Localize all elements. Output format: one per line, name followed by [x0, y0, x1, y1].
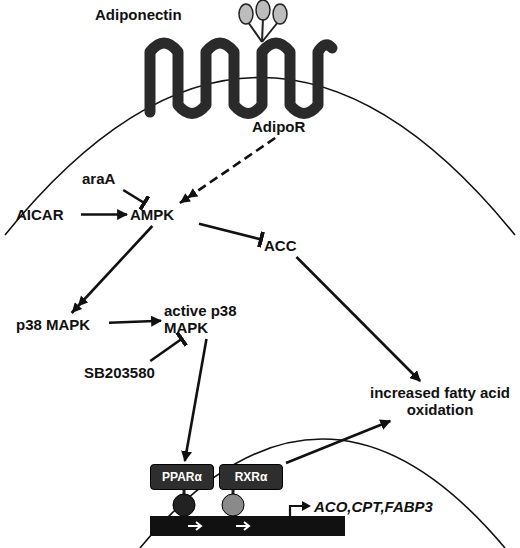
ligand-head: [239, 4, 253, 24]
response-element-arrow: [188, 522, 201, 530]
activator-label: AICAR: [16, 206, 78, 223]
node-text: active p38 MAPK: [164, 302, 256, 336]
pathway-arrow: [150, 339, 181, 361]
pathway-arrow: [185, 339, 207, 461]
ligand-head: [256, 0, 270, 20]
receptor-label: AdipoR: [252, 118, 332, 135]
pathway-arrow: [109, 321, 161, 323]
node-text: ACO,CPT,FABP3: [314, 498, 454, 515]
response-element-arrow: [236, 522, 249, 530]
ligand-head: [273, 4, 287, 24]
node-text: Adiponectin: [95, 6, 215, 23]
transcription-start-head: [302, 501, 311, 511]
node-text: AMPK: [130, 206, 196, 223]
pathway-arrow: [199, 224, 261, 240]
gene-label: ACO,CPT,FABP3: [314, 498, 454, 515]
pathway-arrow: [72, 226, 153, 313]
ligand-label: Adiponectin: [95, 6, 215, 23]
node-text: SB203580: [84, 364, 184, 381]
pathway-arrow: [296, 257, 420, 381]
ligand-stem: [248, 22, 262, 42]
receptor-box: PPARα: [150, 464, 214, 490]
pathway-arrow: [123, 190, 144, 203]
receptor-symbol: [150, 43, 332, 114]
node-text: AICAR: [16, 206, 78, 223]
node-text: p38 MAPK: [16, 316, 106, 333]
kinase-label: AMPK: [130, 206, 196, 223]
ligand-stem: [262, 18, 263, 42]
pathway-arrow: [286, 421, 390, 463]
inhibitor-label: SB203580: [84, 364, 184, 381]
pathway-arrow: [81, 213, 127, 216]
node-text: ACC: [264, 237, 306, 254]
pathway-arrow: [180, 138, 275, 203]
promoter-bar: [150, 516, 345, 536]
ligand-symbol: [239, 0, 287, 42]
inhibitor-label: araA: [82, 170, 127, 187]
nuclear-membrane: [140, 439, 505, 548]
dna-binding-domain: [222, 494, 244, 516]
ligand-stem: [262, 22, 278, 42]
kinase-label: p38 MAPK: [16, 316, 106, 333]
node-text: increased fatty acid oxidation: [360, 384, 520, 418]
node-text: araA: [82, 170, 127, 187]
outcome-label: increased fatty acid oxidation: [360, 384, 520, 418]
receptor-box: RXRα: [219, 464, 283, 490]
transcription-start-arrow: [290, 506, 303, 516]
enzyme-label: ACC: [264, 237, 306, 254]
dna-binding-domain: [173, 494, 195, 516]
node-text: AdipoR: [252, 118, 332, 135]
kinase-label: active p38 MAPK: [164, 302, 256, 336]
node-text: PPARα: [162, 470, 202, 484]
node-text: RXRα: [235, 470, 268, 484]
